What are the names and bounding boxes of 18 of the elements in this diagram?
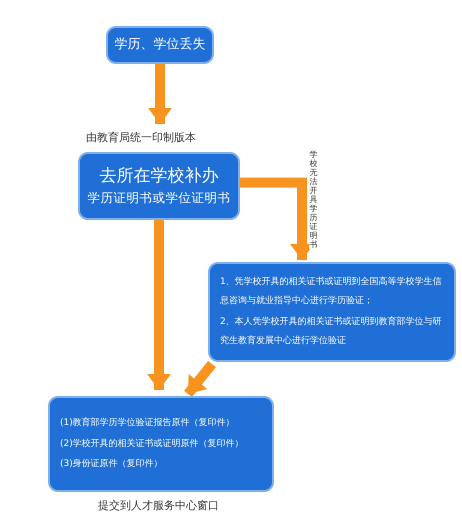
arrow xyxy=(184,360,216,398)
box-text: 学历证明书或学位证明书 xyxy=(86,189,232,208)
arrow xyxy=(147,220,171,390)
edge-label: 学校无法开具学历证明书 xyxy=(309,150,318,249)
process-box xyxy=(48,396,274,492)
box-text: 1、凭学校开具的相关证书或证明到全国高等学校学生信息咨询与就业指导中心进行学历验证； xyxy=(220,276,443,308)
process-box xyxy=(78,152,240,220)
box-text: 学历、学位丢失 xyxy=(114,36,206,54)
box-text: (3)身份证原件（复印件） xyxy=(60,458,164,472)
note-text: 提交到人才服务中心窗口 xyxy=(98,498,219,513)
process-box xyxy=(106,26,214,64)
box-text: (1)教育部学历学位验证报告原件（复印件） xyxy=(60,416,236,430)
box-text: (2)学校开具的相关证书或证明原件（复印件） xyxy=(60,438,245,451)
box-text: 去所在学校补办 xyxy=(98,164,220,188)
process-box xyxy=(208,262,456,362)
arrow xyxy=(148,64,172,124)
box-text: 2、本人凭学校开具的相关证书或证明到教育部学位与研究生教育发展中心进行学位验证 xyxy=(220,315,443,348)
note-text: 由教育局统一印制版本 xyxy=(86,130,196,145)
